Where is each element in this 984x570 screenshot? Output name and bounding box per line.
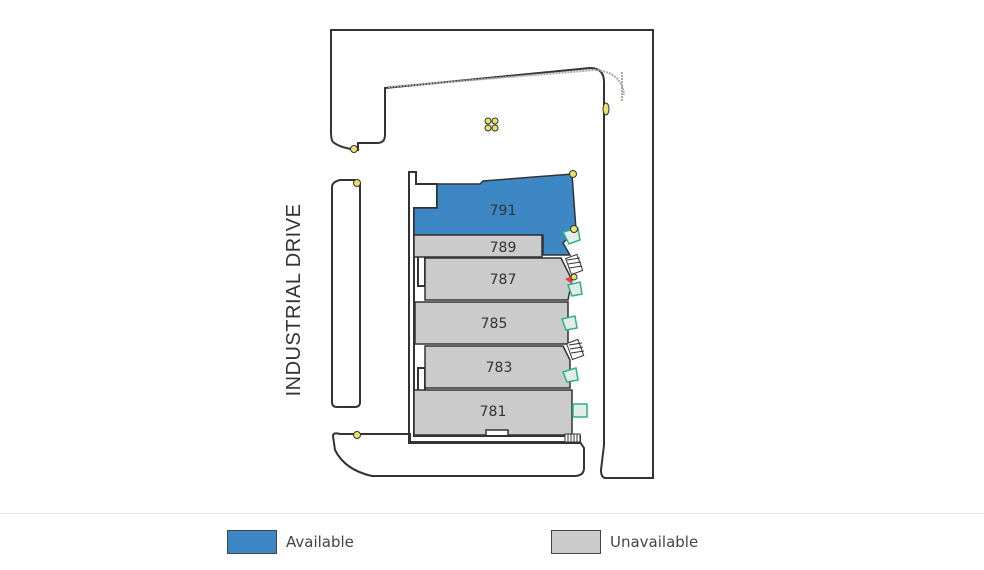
unit-label-789: 789 — [490, 240, 517, 256]
site-plan-map: 791 789 787 785 783 781 — [283, 29, 654, 479]
door-markers — [561, 227, 588, 418]
stairs-icon — [564, 253, 585, 443]
unit-789[interactable]: 789 — [413, 234, 543, 258]
legend-item-unavailable: Unavailable — [551, 530, 698, 554]
unit-787[interactable]: 787 — [424, 257, 573, 301]
legend-divider — [0, 513, 984, 514]
unit-785[interactable]: 785 — [414, 301, 569, 345]
unit-label-781: 781 — [480, 404, 507, 420]
unit-label-785: 785 — [481, 316, 508, 332]
unit-label-787: 787 — [490, 272, 517, 288]
legend-label-unavailable: Unavailable — [610, 533, 699, 551]
legend-item-available: Available — [227, 530, 354, 554]
unit-label-791: 791 — [490, 203, 517, 219]
legend-label-available: Available — [286, 533, 354, 551]
unit-783[interactable]: 783 — [424, 345, 571, 389]
legend-swatch-available — [227, 530, 277, 554]
unit-label-783: 783 — [486, 360, 513, 376]
unit-781[interactable]: 781 — [413, 389, 573, 436]
street-label: INDUSTRIAL DRIVE — [283, 204, 305, 397]
light-fixture-icons — [350, 102, 610, 439]
legend-swatch-unavailable — [551, 530, 601, 554]
